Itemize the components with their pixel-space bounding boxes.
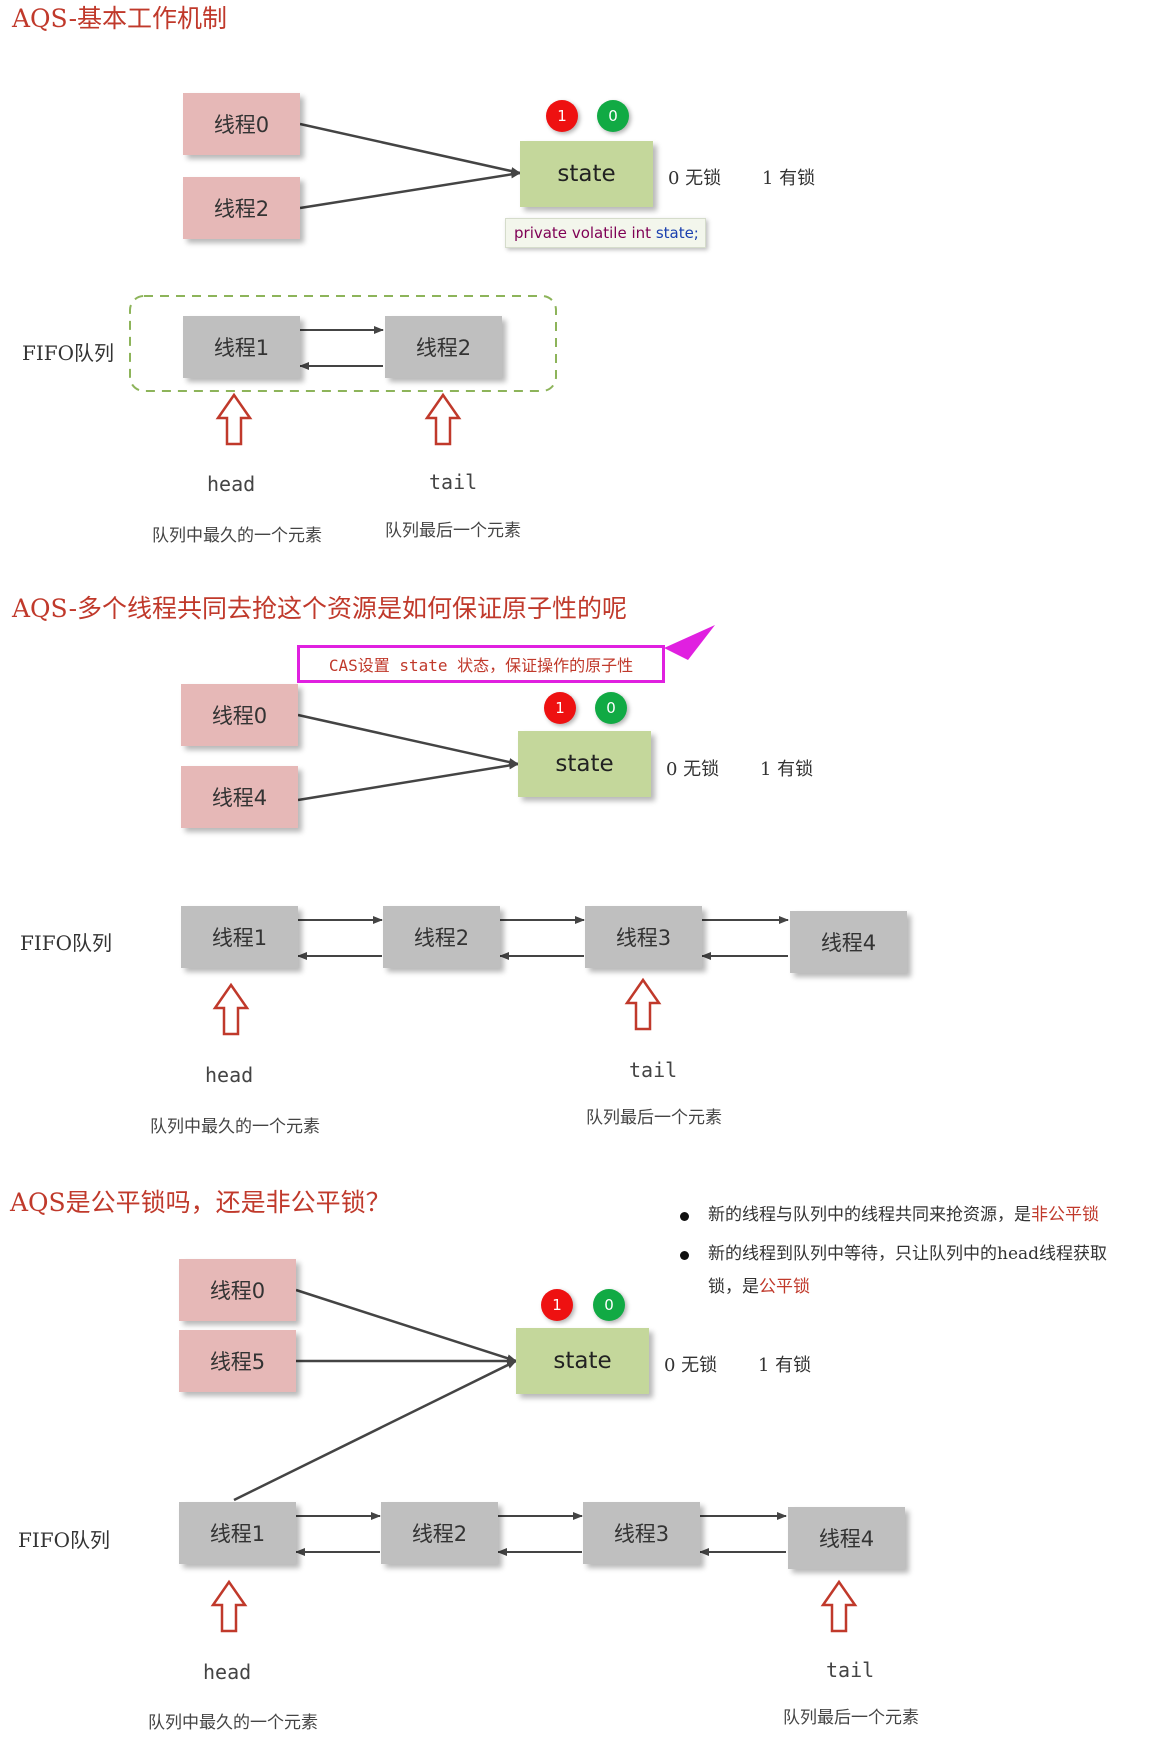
head-label: head <box>205 1063 254 1087</box>
queue-node: 线程3 <box>583 1502 700 1564</box>
locked-label: 1 有锁 <box>758 1355 812 1376</box>
no-lock-label: 0 无锁 <box>664 1355 718 1376</box>
thread-box: 线程5 <box>179 1330 296 1392</box>
head-up-arrow <box>215 392 253 446</box>
edge-thread0-to-state <box>299 122 521 175</box>
queue-node: 线程2 <box>381 1502 498 1564</box>
tail-description: 队列最后一个元素 <box>586 1108 722 1128</box>
thread-box: 线程0 <box>183 93 300 155</box>
head-label: head <box>207 472 256 496</box>
thread-box: 线程4 <box>181 766 298 828</box>
badge-unlocked: 0 <box>593 1289 625 1321</box>
badge-unlocked: 0 <box>595 692 627 724</box>
queue-node: 线程1 <box>179 1502 296 1564</box>
bullet-text: 锁，是 <box>708 1277 759 1297</box>
fifo-label: FIFO队列 <box>18 1528 111 1552</box>
locked-label: 1 有锁 <box>762 168 816 189</box>
tail-label: tail <box>429 470 478 494</box>
queue-node: 线程2 <box>385 316 502 378</box>
bullet-unfair: 新的线程与队列中的线程共同来抢资源，是非公平锁 <box>680 1203 1099 1227</box>
tail-description: 队列最后一个元素 <box>385 521 521 541</box>
thread-box: 线程0 <box>181 684 298 746</box>
head-up-arrow-3 <box>210 1579 248 1633</box>
head-description: 队列中最久的一个元素 <box>150 1117 320 1137</box>
edge-thread0-to-state-3 <box>295 1288 517 1363</box>
queue-node: 线程4 <box>790 911 907 973</box>
section2-title: AQS-多个线程共同去抢这个资源是如何保证原子性的呢 <box>12 594 628 623</box>
no-lock-label: 0 无锁 <box>668 168 722 189</box>
bullet-fair: 新的线程到队列中等待，只让队列中的head线程获取 <box>680 1242 1108 1266</box>
badge-locked: 1 <box>544 692 576 724</box>
queue-node: 线程2 <box>383 906 500 968</box>
bullet-text: 新的线程到队列中等待，只让队列中的head线程获取 <box>708 1244 1108 1264</box>
no-lock-label: 0 无锁 <box>666 759 720 780</box>
locked-label: 1 有锁 <box>760 759 814 780</box>
tail-up-arrow <box>424 392 462 446</box>
bullet-dot <box>680 1212 689 1221</box>
state-field-code: private volatile int state; <box>505 218 706 248</box>
state-box: state <box>516 1328 649 1394</box>
code-keyword: volatile <box>571 224 627 242</box>
head-label: head <box>203 1660 252 1684</box>
cas-pointer-arrow <box>664 625 715 660</box>
code-identifier: state; <box>655 224 699 242</box>
tail-label: tail <box>826 1658 875 1682</box>
badge-unlocked: 0 <box>597 100 629 132</box>
code-keyword: int <box>631 224 652 242</box>
thread-box: 线程0 <box>179 1259 296 1321</box>
section3-title: AQS是公平锁吗，还是非公平锁？ <box>10 1188 391 1217</box>
queue-node: 线程1 <box>181 906 298 968</box>
bullet-highlight: 非公平锁 <box>1031 1205 1099 1225</box>
queue-node: 线程1 <box>183 316 300 378</box>
state-box: state <box>518 731 651 797</box>
head-description: 队列中最久的一个元素 <box>152 526 322 546</box>
tail-up-arrow-3 <box>820 1579 858 1633</box>
queue-node: 线程3 <box>585 906 702 968</box>
fifo-label: FIFO队列 <box>20 931 113 955</box>
edge-thread2-to-state <box>299 170 521 210</box>
fifo-dashed-boundary <box>129 295 557 392</box>
head-up-arrow-2 <box>212 982 250 1036</box>
bullet-dot <box>680 1251 689 1260</box>
fifo-label: FIFO队列 <box>22 341 115 365</box>
tail-up-arrow-2 <box>624 977 662 1031</box>
queue-node: 线程4 <box>788 1507 905 1569</box>
state-box: state <box>520 141 653 207</box>
section1-title: AQS-基本工作机制 <box>12 4 228 33</box>
bullet-highlight: 公平锁 <box>759 1277 810 1297</box>
badge-locked: 1 <box>546 100 578 132</box>
code-keyword: private <box>514 224 568 242</box>
bullet-text: 新的线程与队列中的线程共同来抢资源，是 <box>708 1205 1031 1225</box>
tail-description: 队列最后一个元素 <box>783 1708 919 1728</box>
tail-label: tail <box>629 1058 678 1082</box>
badge-locked: 1 <box>541 1289 573 1321</box>
head-description: 队列中最久的一个元素 <box>148 1713 318 1733</box>
thread-box: 线程2 <box>183 177 300 239</box>
cas-callout: CAS设置 state 状态，保证操作的原子性 <box>297 645 665 683</box>
edge-thread0-to-state-2 <box>297 713 519 766</box>
bullet-fair-continued: 锁，是公平锁 <box>708 1275 810 1299</box>
edge-head-to-state-3 <box>233 1359 517 1502</box>
edge-thread4-to-state-2 <box>297 761 519 802</box>
